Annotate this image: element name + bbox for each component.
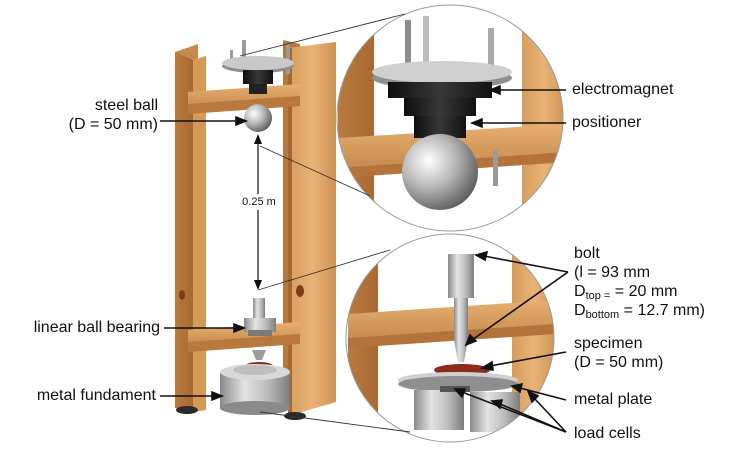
top-shelf-front [188, 96, 300, 114]
top-assembly [222, 40, 294, 94]
metal-fundament-label: metal fundament [36, 387, 156, 404]
bolt-d-top: Dtop = = 20 mm [574, 283, 678, 302]
load-cells-label: load cells [574, 425, 641, 442]
linear-ball-bearing-label: linear ball bearing [33, 319, 160, 336]
left-post [175, 52, 193, 412]
drop-height-label-bg [236, 194, 282, 210]
positioner-label: positioner [572, 114, 642, 131]
bolt-d-bottom: Dbottom = 12.7 mm) [574, 302, 706, 321]
bolt-tip [252, 350, 266, 360]
zoom-connector-lines [239, 13, 411, 433]
wooden-frame [175, 40, 336, 420]
steel-ball-label: steel ball (D = 50 mm) [68, 97, 158, 133]
wood-knot [179, 290, 185, 300]
metal-fundament [220, 364, 290, 415]
foot [176, 406, 198, 414]
bottom-shelf-front [188, 334, 300, 352]
bolt-title: bolt [574, 245, 600, 262]
left-post-face [193, 56, 206, 412]
electromagnet-label: electromagnet [572, 81, 674, 98]
drop-height-arrow [254, 134, 262, 290]
steel-ball [244, 104, 272, 132]
bolt-length: (l = 93 mm [574, 264, 651, 281]
zoom-detail-top [336, 4, 564, 232]
wood-knot [296, 285, 304, 297]
linear-ball-bearing [244, 298, 276, 336]
metal-plate-label: metal plate [574, 391, 653, 408]
foot [284, 412, 306, 420]
drop-height-label: 0.25 m [242, 196, 276, 208]
specimen-label: specimen (D = 50 mm) [574, 335, 664, 371]
annotation-leaders [160, 84, 569, 433]
bolt-label: bolt (l = 93 mm Dtop = = 20 mm Dbottom =… [574, 244, 706, 321]
